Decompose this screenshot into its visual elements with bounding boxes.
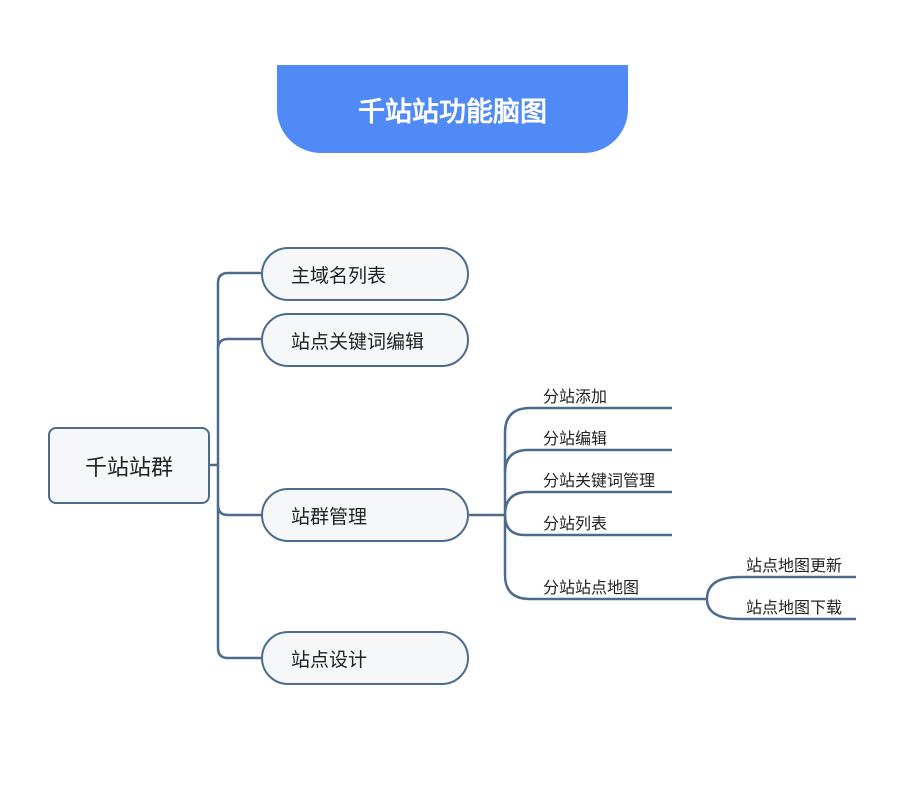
leaf-substation-list: 分站列表 [543,514,608,533]
leaf-substation-add: 分站添加 [543,387,608,406]
root-node: 千站站群 [48,427,210,504]
leaf-substation-edit: 分站编辑 [543,429,608,448]
diagram-title: 千站站功能脑图 [277,65,628,153]
branch-node-domain-list: 主域名列表 [261,247,469,301]
leaf-sitemap-download: 站点地图下载 [746,598,843,617]
branch-node-site-group-management: 站群管理 [261,488,469,542]
branch-node-keyword-edit: 站点关键词编辑 [261,313,469,367]
branch-node-site-design: 站点设计 [261,631,469,685]
leaf-substation-sitemap: 分站站点地图 [543,578,640,597]
leaf-sitemap-update: 站点地图更新 [746,556,843,575]
leaf-substation-keyword-management: 分站关键词管理 [543,471,656,490]
